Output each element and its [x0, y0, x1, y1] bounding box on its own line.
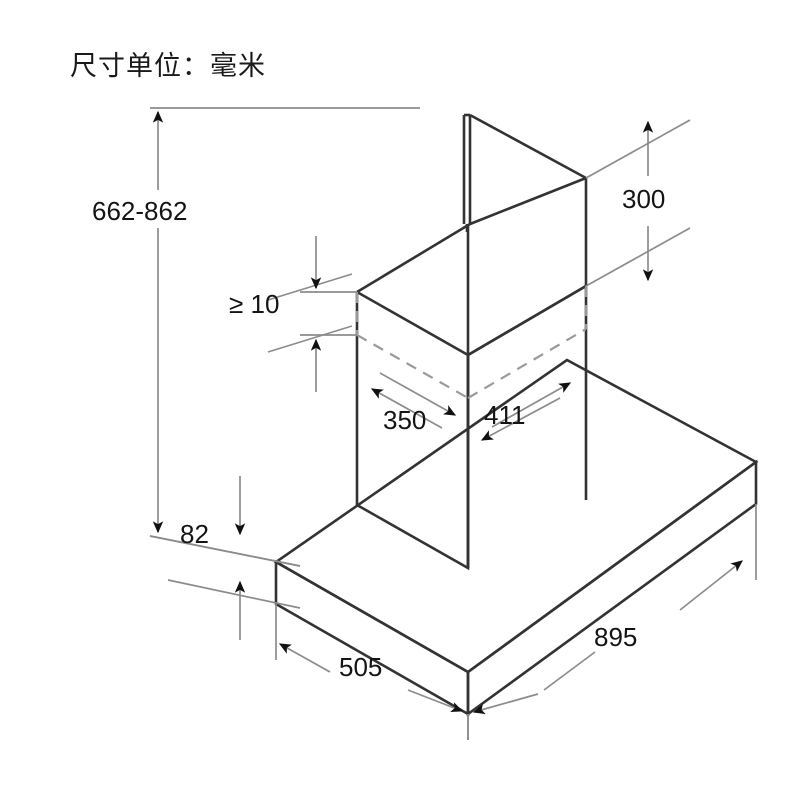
dim-label-chimney-upper: 300 — [622, 184, 666, 214]
dim-label-canopy-depth: 505 — [339, 652, 383, 682]
hidden-lines-group — [355, 286, 588, 399]
dim-label-canopy-width: 895 — [594, 622, 638, 652]
ext-line-clearance-gap — [267, 273, 357, 353]
canopy-front-left-face — [274, 559, 470, 717]
dim-label-chimney-width: 411 — [484, 400, 526, 430]
dim-line-chimney-width — [480, 382, 572, 441]
chimney-top-rim — [469, 176, 587, 226]
dim-line-chimney-depth — [370, 372, 457, 429]
ext-line-canopy-thickness — [149, 535, 301, 609]
dimension-lines-group — [149, 107, 757, 740]
canopy-front-right-face — [466, 459, 758, 717]
dim-line-canopy-width — [472, 560, 743, 715]
dim-label-canopy-thickness: 82 — [180, 519, 209, 549]
chimney-collar-top-edge — [356, 284, 587, 357]
dim-label-total-height: 662-862 — [92, 196, 188, 226]
ext-line-canopy-width — [467, 504, 757, 740]
dim-line-canopy-depth — [278, 643, 464, 712]
chimney-upper-left-face — [356, 115, 472, 294]
ext-line-total-height — [149, 107, 420, 567]
dim-label-chimney-depth: 350 — [383, 405, 427, 435]
dim-label-clearance-gap: ≥ 10 — [229, 289, 280, 319]
unit-title: 尺寸单位：毫米 — [70, 51, 266, 82]
chimney-open-top-inner-edge — [462, 113, 470, 224]
ext-line-chimney-upper — [585, 119, 691, 287]
